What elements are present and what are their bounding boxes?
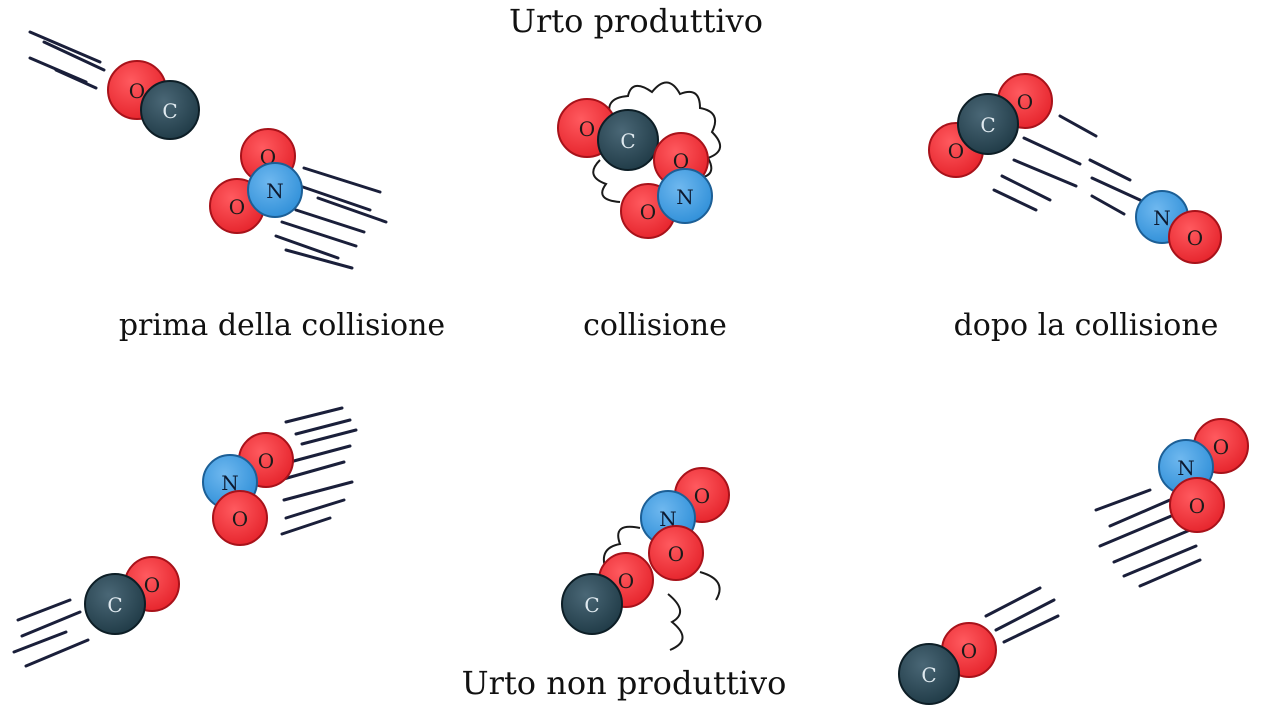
motion-line	[42, 40, 106, 72]
molecule-no2-after-bottom: ONO	[1094, 418, 1249, 588]
motion-line	[294, 208, 366, 234]
motion-line	[316, 196, 388, 224]
collision-burst	[602, 525, 721, 651]
motion-line	[1090, 194, 1126, 216]
title-non-productive-collision: Urto non produttivo	[461, 664, 787, 702]
motion-line	[984, 586, 1042, 618]
motion-line	[54, 68, 98, 90]
molecule-co-before-bottom: OC	[12, 556, 180, 668]
oxygen-letter: O	[640, 200, 656, 224]
molecule-co-after-bottom: OC	[898, 586, 1060, 705]
oxygen-letter: O	[1187, 226, 1203, 250]
oxygen-letter: O	[668, 542, 684, 566]
motion-line	[274, 234, 340, 260]
molecule-co2-after: O OC	[928, 73, 1142, 216]
motion-line	[280, 220, 358, 248]
carbon-letter: C	[162, 99, 177, 123]
motion-line	[1090, 176, 1142, 202]
oxygen-atom	[1168, 210, 1222, 264]
motion-line	[1000, 174, 1052, 202]
motion-line	[28, 30, 102, 64]
motion-line	[1022, 136, 1082, 166]
motion-line	[284, 248, 354, 270]
motion-line	[278, 460, 346, 482]
carbon-letter: C	[620, 129, 635, 153]
motion-line	[1012, 158, 1078, 188]
motion-line	[302, 166, 382, 194]
label-after-collision: dopo la collisione	[953, 308, 1219, 343]
nitrogen-letter: N	[1153, 206, 1171, 230]
oxygen-letter: O	[129, 79, 145, 103]
motion-line	[284, 406, 344, 424]
carbon-atom	[898, 643, 960, 705]
motion-line	[20, 610, 82, 638]
motion-line	[1108, 498, 1172, 528]
motion-line	[298, 184, 372, 212]
oxygen-letter: O	[579, 117, 595, 141]
carbon-atom	[597, 109, 659, 171]
nitrogen-letter: N	[221, 471, 239, 495]
motion-line	[1112, 528, 1192, 564]
motion-line	[1138, 558, 1202, 588]
motion-line	[992, 188, 1038, 212]
motion-line	[12, 630, 68, 654]
motion-line	[282, 480, 354, 502]
carbon-letter: C	[584, 593, 599, 617]
nitrogen-letter: N	[1177, 456, 1195, 480]
carbon-atom	[957, 93, 1019, 155]
motion-line	[284, 498, 346, 520]
oxygen-letter: O	[673, 149, 689, 173]
oxygen-letter: O	[618, 569, 634, 593]
oxygen-letter: O	[144, 573, 160, 597]
nitrogen-atom	[247, 162, 303, 218]
motion-line	[24, 638, 90, 668]
motion-line	[288, 444, 352, 464]
motion-line	[1122, 544, 1198, 578]
motion-line	[294, 418, 352, 436]
oxygen-letter: O	[229, 195, 245, 219]
oxygen-letter: O	[1213, 435, 1229, 459]
carbon-atom	[140, 80, 200, 140]
carbon-letter: C	[980, 113, 995, 137]
oxygen-letter: O	[694, 484, 710, 508]
motion-line	[1058, 114, 1098, 138]
motion-line	[1098, 512, 1178, 548]
label-collision: collisione	[583, 308, 727, 343]
motion-line	[1088, 158, 1132, 182]
motion-line	[300, 428, 358, 446]
nitrogen-atom	[657, 168, 713, 224]
nitrogen-letter: N	[659, 507, 677, 531]
nitrogen-letter: N	[266, 179, 284, 203]
label-before-collision: prima della collisione	[118, 308, 446, 343]
molecule-no2-before-bottom: ONO	[202, 406, 358, 546]
molecule-no-after: NO	[1135, 190, 1222, 264]
motion-line	[1002, 614, 1060, 644]
nitrogen-letter: N	[676, 185, 694, 209]
molecule-co-before: OC	[28, 30, 200, 140]
motion-line	[1094, 488, 1152, 512]
motion-line	[16, 598, 72, 622]
oxygen-letter: O	[258, 449, 274, 473]
oxygen-letter: O	[1017, 90, 1033, 114]
oxygen-letter: O	[1189, 494, 1205, 518]
oxygen-letter: O	[961, 639, 977, 663]
oxygen-atom	[648, 525, 704, 581]
carbon-atom	[84, 573, 146, 635]
title-productive-collision: Urto produttivo	[509, 2, 763, 40]
carbon-letter: C	[107, 593, 122, 617]
oxygen-atom	[212, 490, 268, 546]
carbon-letter: C	[921, 663, 936, 687]
oxygen-letter: O	[948, 139, 964, 163]
oxygen-atom	[1169, 477, 1225, 533]
molecule-no2-before: OON	[209, 128, 388, 270]
carbon-atom	[561, 573, 623, 635]
motion-line	[280, 516, 332, 536]
oxygen-letter: O	[232, 507, 248, 531]
motion-line	[994, 598, 1056, 632]
